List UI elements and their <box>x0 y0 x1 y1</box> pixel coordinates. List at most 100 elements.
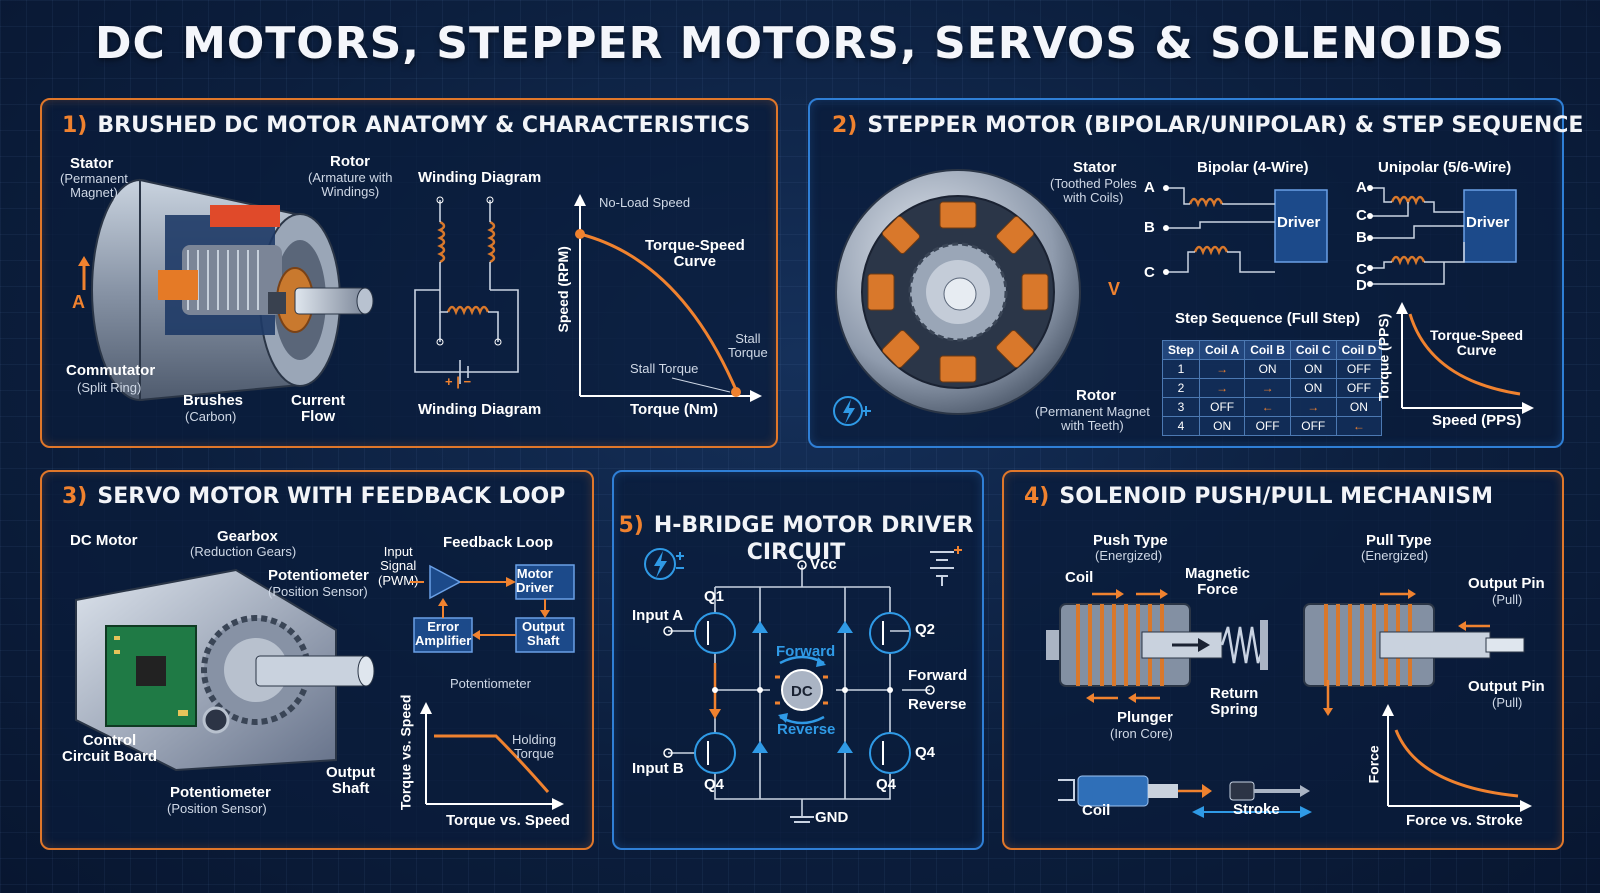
no-load-speed: No-Load Speed <box>599 195 691 210</box>
stepper-rotor-sub: (Permanent Magnet with Teeth) <box>1035 404 1150 434</box>
step-sequence-title: Step Sequence (Full Step) <box>1175 310 1361 327</box>
bipolar-wire-b: B <box>1144 219 1155 236</box>
dc-motor-symbol: DC <box>791 683 813 700</box>
output-pin-bottom-label: Output Pin <box>1468 678 1545 695</box>
panel-solenoid-title: 4)SOLENOID PUSH/PULL MECHANISM <box>1024 484 1493 509</box>
output-shaft-box: Output Shaft <box>522 619 565 649</box>
servo-motor-illustration <box>75 568 375 772</box>
dc-y-axis: Speed (RPM) <box>554 246 571 333</box>
panel-h-bridge-title: 5)H-BRIDGE MOTOR DRIVER CIRCUIT <box>618 512 974 566</box>
output-pin-bottom-sub: (Pull) <box>1492 695 1523 710</box>
dc-x-axis: Torque (Nm) <box>630 401 719 418</box>
bipolar-wire-a: A <box>1144 179 1155 196</box>
table-row: 2 → → ON OFF <box>1161 378 1383 398</box>
table-cell: → <box>1199 359 1246 379</box>
dc-motor-illustration <box>78 178 374 402</box>
table-cell: ON <box>1289 378 1337 398</box>
unipolar-driver: Driver <box>1466 214 1510 231</box>
error-amp-box: Error Amplifier <box>415 619 472 649</box>
table-cell: OFF <box>1335 359 1383 379</box>
table-cell: ON <box>1199 416 1246 436</box>
servo-dc-motor-label: DC Motor <box>70 532 138 549</box>
stepper-motor-illustration <box>835 169 1081 415</box>
servo-pot-bottom-sub: (Position Sensor) <box>167 801 267 816</box>
lightning-icon <box>833 396 871 426</box>
feedback-potentiometer: Potentiometer <box>450 676 531 691</box>
holding-torque-label: Holding Torque <box>512 732 557 762</box>
input-signal-label: Input Signal (PWM) <box>378 544 419 588</box>
forward-label: Forward <box>776 643 836 660</box>
panel-dc-motor-title: 1)BRUSHED DC MOTOR ANATOMY & CHARACTERIS… <box>62 113 751 138</box>
dc-torque-speed-chart <box>574 194 762 402</box>
table-cell: ON <box>1335 397 1383 417</box>
stepper-stator-sub: (Toothed Poles with Coils) <box>1050 176 1137 206</box>
feedback-loop-title: Feedback Loop <box>443 534 554 551</box>
table-row: 3 OFF ← → ON <box>1161 397 1383 417</box>
servo-output-shaft-label: Output Shaft <box>326 764 376 797</box>
control-board-label: Control Circuit Board <box>62 732 158 765</box>
output-pin-top-label: Output Pin <box>1468 575 1545 592</box>
table-header-row: Step Coil A Coil B Coil C Coil D <box>1161 340 1383 360</box>
unipolar-wire-c2: C <box>1356 261 1367 278</box>
winding-diagram-title: Winding Diagram <box>418 169 542 186</box>
magnetic-force-label: Magnetic Force <box>1185 565 1251 598</box>
table-cell: OFF <box>1244 416 1291 436</box>
stepper-torque-speed-chart <box>1396 302 1534 414</box>
stall-torque-a: Stall Torque <box>630 361 699 376</box>
pull-type-label: Pull Type <box>1366 532 1432 549</box>
table-row: 1 → ON ON OFF <box>1161 359 1383 379</box>
unipolar-wire-c1: C <box>1356 207 1367 224</box>
q4-left-label: Q4 <box>704 776 725 793</box>
bipolar-wire-c: C <box>1144 264 1155 281</box>
table-cell: → <box>1244 378 1291 398</box>
stepper-rotor-label: Rotor <box>1076 387 1116 404</box>
return-spring-label: Return Spring <box>1210 685 1259 718</box>
force-y-axis: Force <box>1365 745 1382 784</box>
gearbox-sub: (Reduction Gears) <box>190 544 297 559</box>
coil-bottom-label: Coil <box>1082 802 1111 819</box>
coil-label: Coil <box>1065 569 1094 586</box>
stepper-curve-title: Torque-Speed Curve <box>1430 327 1524 358</box>
table-cell: OFF <box>1289 416 1337 436</box>
input-a-label: Input A <box>632 607 684 624</box>
table-cell: ON <box>1289 359 1337 379</box>
dc-rotor-label: Rotor <box>330 153 370 170</box>
table-header: Coil D <box>1335 340 1383 360</box>
table-cell: OFF <box>1335 378 1383 398</box>
table-row: 4 ON OFF OFF ← <box>1161 416 1383 436</box>
forward-right-label: Forward <box>908 667 968 684</box>
winding-battery-sign: + | − <box>445 374 472 389</box>
stroke-illustration <box>1058 775 1312 818</box>
table-cell: → <box>1289 397 1337 417</box>
brushes-label: Brushes <box>183 392 244 409</box>
plunger-label: Plunger <box>1117 709 1173 726</box>
servo-x-axis: Torque vs. Speed <box>446 812 570 829</box>
servo-pot-bottom-label: Potentiometer <box>170 784 271 801</box>
q4-right-bottom-label: Q4 <box>876 776 897 793</box>
bipolar-driver: Driver <box>1277 214 1321 231</box>
feedback-loop-diagram <box>410 564 575 653</box>
push-solenoid-illustration <box>1046 589 1268 703</box>
bipolar-wiring <box>1163 185 1328 275</box>
table-cell: 4 <box>1161 416 1201 436</box>
dc-rotor-sub: (Armature with Windings) <box>308 170 393 200</box>
commutator-label: Commutator <box>66 362 156 379</box>
table-cell: ON <box>1244 359 1291 379</box>
dc-stator-label: Stator <box>70 155 114 172</box>
panel-h-bridge <box>612 470 984 850</box>
table-cell: → <box>1199 378 1246 398</box>
servo-torque-chart <box>420 702 564 810</box>
dc-a-mark: A <box>72 292 85 312</box>
panel-stepper-title: 2)STEPPER MOTOR (BIPOLAR/UNIPOLAR) & STE… <box>832 113 1584 138</box>
winding-schematic <box>414 196 519 384</box>
vcc-label: Vcc <box>810 556 837 573</box>
bipolar-title: Bipolar (4-Wire) <box>1197 159 1309 176</box>
gnd-label: GND <box>815 809 849 826</box>
plunger-sub: (Iron Core) <box>1110 726 1173 741</box>
table-cell: 1 <box>1161 359 1201 379</box>
battery-symbol-icon <box>930 546 962 586</box>
brushes-sub: (Carbon) <box>185 409 237 424</box>
page-title: DC MOTORS, STEPPER MOTORS, SERVOS & SOLE… <box>94 18 1506 69</box>
servo-y-axis: Torque vs. Speed <box>397 694 414 811</box>
table-cell: OFF <box>1199 397 1246 417</box>
